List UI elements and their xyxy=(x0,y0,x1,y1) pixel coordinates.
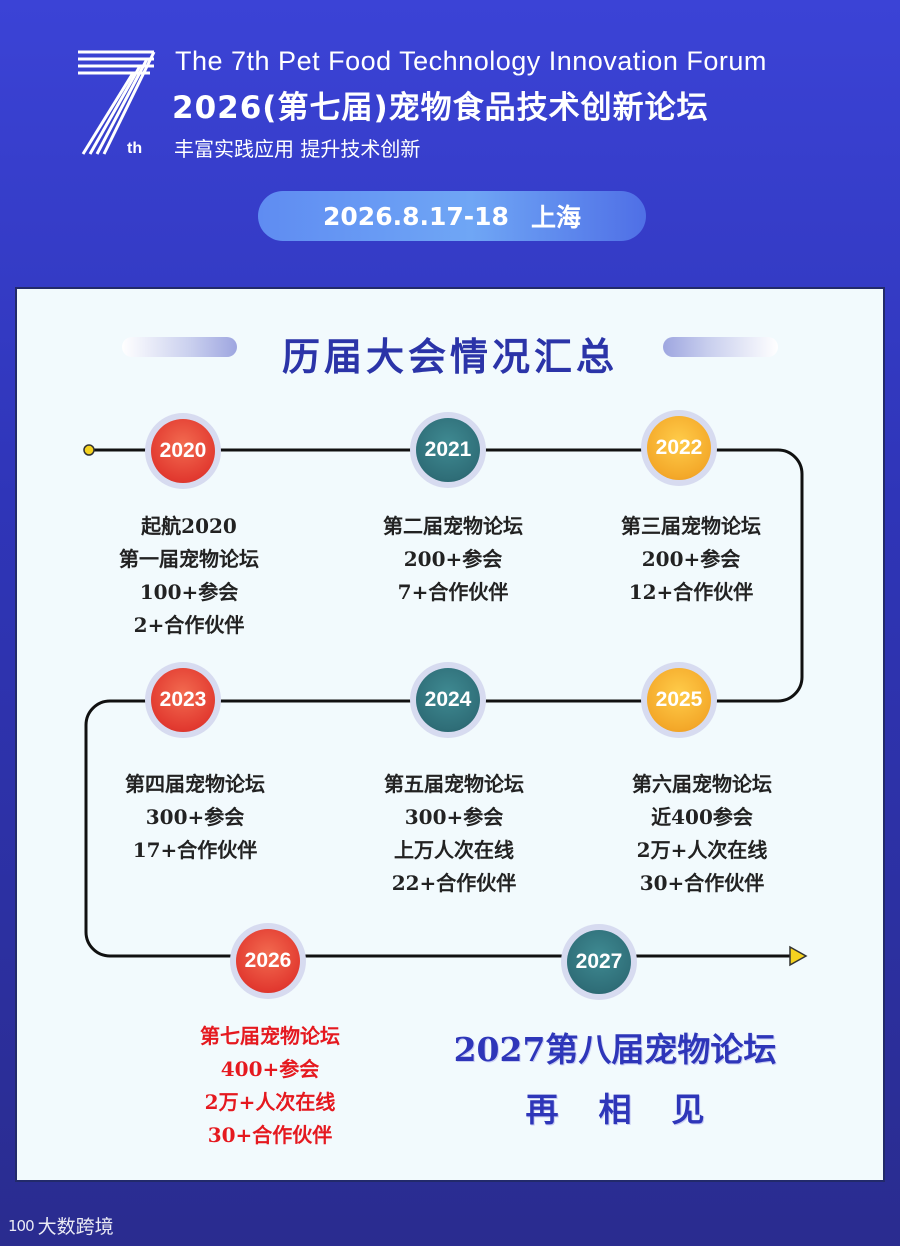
info-line: 起航2020 xyxy=(141,514,237,538)
info-line: 上万人次在线 xyxy=(394,838,514,862)
year-node-2027: 2027 xyxy=(561,924,637,1000)
year-label: 2021 xyxy=(416,418,480,482)
info-line: 30+合作伙伴 xyxy=(639,871,765,895)
info-line: 12+合作伙伴 xyxy=(628,580,754,604)
year-label: 2023 xyxy=(151,668,215,732)
info-line: 近400参会 xyxy=(651,805,753,829)
info-line: 200+参会 xyxy=(403,547,503,571)
event-date: 2026.8.17-18 xyxy=(323,201,509,231)
seven-logo-icon xyxy=(78,50,156,155)
info-line: 第三届宠物论坛 xyxy=(621,514,761,538)
info-2026: 第七届宠物论坛 400+参会 2万+人次在线 30+合作伙伴 xyxy=(150,1020,390,1152)
year-label: 2027 xyxy=(567,930,631,994)
title-decoration-left xyxy=(122,337,237,357)
title-decoration-right xyxy=(663,337,778,357)
year-label: 2025 xyxy=(647,668,711,732)
title-english: The 7th Pet Food Technology Innovation F… xyxy=(175,46,767,76)
info-2025: 第六届宠物论坛 近400参会 2万+人次在线 30+合作伙伴 xyxy=(582,768,822,900)
year-node-2026: 2026 xyxy=(230,923,306,999)
watermark: 100 大数跨境 xyxy=(8,1212,114,1239)
logo-suffix: th xyxy=(127,140,143,157)
info-line: 400+参会 xyxy=(220,1057,320,1081)
info-line: 第七届宠物论坛 xyxy=(200,1024,340,1048)
timeline-start-dot xyxy=(83,444,95,456)
info-line: 22+合作伙伴 xyxy=(391,871,517,895)
info-line: 300+参会 xyxy=(404,805,504,829)
year-node-2025: 2025 xyxy=(641,662,717,738)
info-line: 2+合作伙伴 xyxy=(133,613,245,637)
info-2020: 起航2020 第一届宠物论坛 100+参会 2+合作伙伴 xyxy=(69,510,309,642)
info-line: 17+合作伙伴 xyxy=(132,838,258,862)
info-line: 30+合作伙伴 xyxy=(207,1123,333,1147)
title-chinese: 2026(第七届)宠物食品技术创新论坛 xyxy=(172,90,709,126)
info-line: 2万+人次在线 xyxy=(204,1090,336,1114)
event-location: 上海 xyxy=(530,203,581,232)
info-2021: 第二届宠物论坛 200+参会 7+合作伙伴 xyxy=(333,510,573,609)
next-forum-message: 2027第八届宠物论坛 再相见 xyxy=(400,1020,830,1140)
year-label: 2020 xyxy=(151,419,215,483)
date-location-badge: 2026.8.17-18 上海 xyxy=(258,191,646,241)
year-label: 2024 xyxy=(416,668,480,732)
info-line: 7+合作伙伴 xyxy=(397,580,509,604)
info-2022: 第三届宠物论坛 200+参会 12+合作伙伴 xyxy=(571,510,811,609)
watermark-logo-icon: 100 xyxy=(8,1216,35,1235)
year-label: 2026 xyxy=(236,929,300,993)
info-line: 第四届宠物论坛 xyxy=(125,772,265,796)
next-forum-line2: 再相见 xyxy=(525,1090,745,1129)
info-line: 100+参会 xyxy=(139,580,239,604)
info-line: 第六届宠物论坛 xyxy=(632,772,772,796)
info-line: 200+参会 xyxy=(641,547,741,571)
info-line: 第五届宠物论坛 xyxy=(384,772,524,796)
year-label: 2022 xyxy=(647,416,711,480)
info-line: 第一届宠物论坛 xyxy=(119,547,259,571)
year-node-2023: 2023 xyxy=(145,662,221,738)
info-line: 第二届宠物论坛 xyxy=(383,514,523,538)
info-line: 2万+人次在线 xyxy=(636,838,768,862)
info-2023: 第四届宠物论坛 300+参会 17+合作伙伴 xyxy=(75,768,315,867)
info-2024: 第五届宠物论坛 300+参会 上万人次在线 22+合作伙伴 xyxy=(334,768,574,900)
year-node-2021: 2021 xyxy=(410,412,486,488)
section-title: 历届大会情况汇总 xyxy=(281,334,618,379)
next-forum-line1: 2027第八届宠物论坛 xyxy=(453,1030,777,1069)
year-node-2024: 2024 xyxy=(410,662,486,738)
timeline-arrow-icon xyxy=(789,945,808,967)
info-line: 300+参会 xyxy=(145,805,245,829)
year-node-2020: 2020 xyxy=(145,413,221,489)
watermark-text: 大数跨境 xyxy=(37,1216,114,1238)
year-node-2022: 2022 xyxy=(641,410,717,486)
subtitle: 丰富实践应用 提升技术创新 xyxy=(174,137,421,161)
